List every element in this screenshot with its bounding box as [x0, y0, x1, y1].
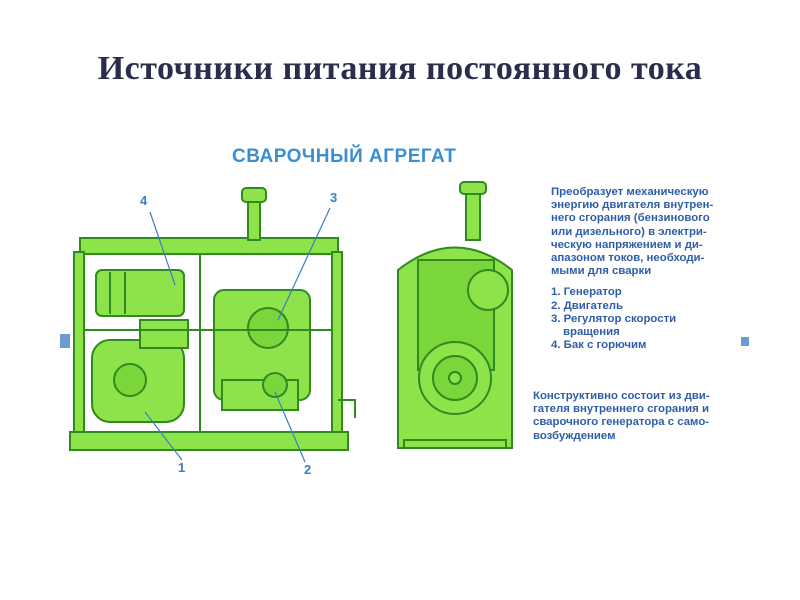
description-line: апазоном токов, необходи- [551, 252, 705, 265]
construction-line: Конструктивно состоит из дви- [533, 390, 710, 402]
slide-title: Источники питания постоянного тока [97, 50, 703, 87]
description-line: или дизельного) в электри- [551, 225, 707, 238]
callout-4: 4 [140, 193, 148, 208]
description-line: Преобразует механическую [551, 186, 709, 198]
construction-line: сварочного генератора с само- [533, 416, 710, 429]
parts-list-item: 2. Двигатель [551, 299, 624, 312]
callout-3: 3 [330, 190, 338, 205]
parts-list-item: 3. Регулятор скорости [551, 312, 677, 325]
parts-list-item: 4. Бак с горючим [551, 339, 647, 352]
nav-marker-right [741, 337, 749, 346]
description-line: энергию двигателя внутрен- [551, 199, 714, 212]
figure-heading: СВАРОЧНЫЙ АГРЕГАТ [232, 146, 457, 167]
parts-list: 1. Генератор 2. Двигатель 3. Регулятор с… [551, 286, 746, 352]
construction-block: Конструктивно состоит из дви- гателя вну… [533, 390, 745, 443]
description-block: Преобразует механическую энергию двигате… [551, 186, 746, 352]
front-view [397, 181, 513, 449]
callout-2: 2 [304, 462, 312, 477]
parts-list-item: вращения [563, 326, 620, 339]
description-line: него сгорания (бензинового [551, 212, 710, 225]
parts-list-item: 1. Генератор [551, 286, 622, 299]
description-line: мыми для сварки [551, 265, 652, 278]
construction-line: гателя внутреннего сгорания и [533, 403, 709, 416]
callout-1: 1 [178, 460, 186, 475]
construction-line: возбуждением [533, 429, 616, 442]
side-view [60, 187, 356, 451]
description-line: ческую напряжением и ди- [551, 238, 703, 251]
